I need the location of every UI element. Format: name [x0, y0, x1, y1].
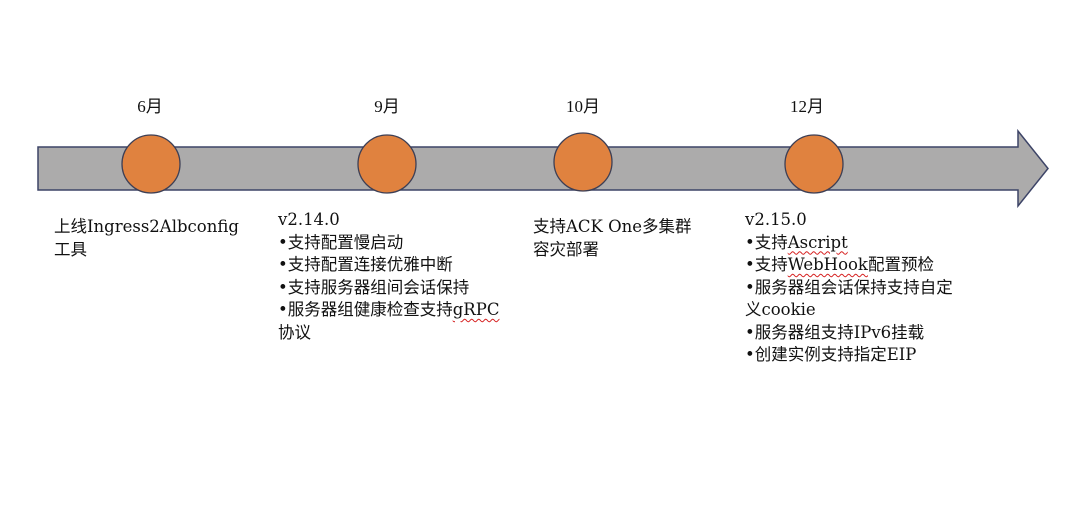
note-line: 协议 [278, 322, 499, 345]
note-line: •支持WebHook配置预检 [745, 254, 953, 277]
note-text: v2.14.0 [278, 210, 340, 229]
note-line: •创建实例支持指定EIP [745, 344, 953, 367]
note-text: 工具 [54, 239, 87, 259]
milestone-notes-sep: v2.14.0•支持配置慢启动•支持配置连接优雅中断•支持服务器组间会话保持•服… [278, 209, 499, 344]
note-line: 义cookie [745, 299, 953, 322]
note-text: •支持配置连接优雅中断 [278, 255, 453, 274]
month-label-sep: 9月 [374, 97, 400, 116]
note-text: 支持ACK One多集群 [533, 217, 692, 236]
note-line: •服务器组会话保持支持自定 [745, 277, 953, 300]
milestone-dot-jun [121, 134, 181, 194]
note-line: •支持配置慢启动 [278, 232, 499, 255]
note-line: •支持服务器组间会话保持 [278, 277, 499, 300]
note-text: •支持 [745, 255, 788, 274]
spellcheck-flagged-word: WebHook [787, 255, 868, 274]
note-line: •服务器组健康检查支持gRPC [278, 299, 499, 322]
note-line: •支持Ascript [745, 232, 953, 255]
milestone-notes-jun: 上线Ingress2Albconfig 工具 [54, 216, 239, 261]
milestone-notes-dec: v2.15.0•支持Ascript•支持WebHook配置预检•服务器组会话保持… [745, 209, 953, 367]
note-text: 容灾部署 [533, 239, 599, 259]
note-text: 协议 [278, 322, 311, 342]
note-line: 支持ACK One多集群 [533, 216, 692, 239]
note-line: 容灾部署 [533, 239, 692, 262]
milestone-dot-sep [357, 134, 417, 194]
note-line: •支持配置连接优雅中断 [278, 254, 499, 277]
spellcheck-flagged-word: gRPC [452, 300, 500, 319]
month-label-jun: 6月 [137, 97, 163, 116]
milestone-notes-oct: 支持ACK One多集群容灾部署 [533, 216, 692, 261]
milestone-dot-oct [553, 132, 613, 192]
note-text: •服务器组支持IPv6挂载 [745, 322, 925, 342]
note-line: •服务器组支持IPv6挂载 [745, 322, 953, 345]
note-line: v2.15.0 [745, 209, 953, 232]
spellcheck-flagged-word: Ascript [787, 232, 848, 252]
note-line: 工具 [54, 239, 239, 262]
note-text: 上线Ingress2Albconfig [54, 217, 239, 236]
note-line: v2.14.0 [278, 209, 499, 232]
note-text: v2.15.0 [745, 210, 807, 229]
note-text: 义cookie [745, 300, 816, 319]
note-text: •支持服务器组间会话保持 [278, 277, 470, 297]
note-text: •服务器组健康检查支持 [278, 300, 453, 319]
milestone-dot-dec [784, 134, 844, 194]
note-text-after: 配置预检 [867, 255, 934, 274]
month-label-oct: 10月 [566, 97, 600, 116]
month-label-dec: 12月 [790, 97, 824, 116]
note-text: •服务器组会话保持支持自定 [745, 277, 953, 297]
note-text: •创建实例支持指定EIP [745, 345, 917, 364]
note-text: •支持配置慢启动 [278, 232, 404, 252]
note-line: 上线Ingress2Albconfig [54, 216, 239, 239]
note-text: •支持 [745, 232, 788, 252]
timeline-arrow [37, 128, 1049, 209]
